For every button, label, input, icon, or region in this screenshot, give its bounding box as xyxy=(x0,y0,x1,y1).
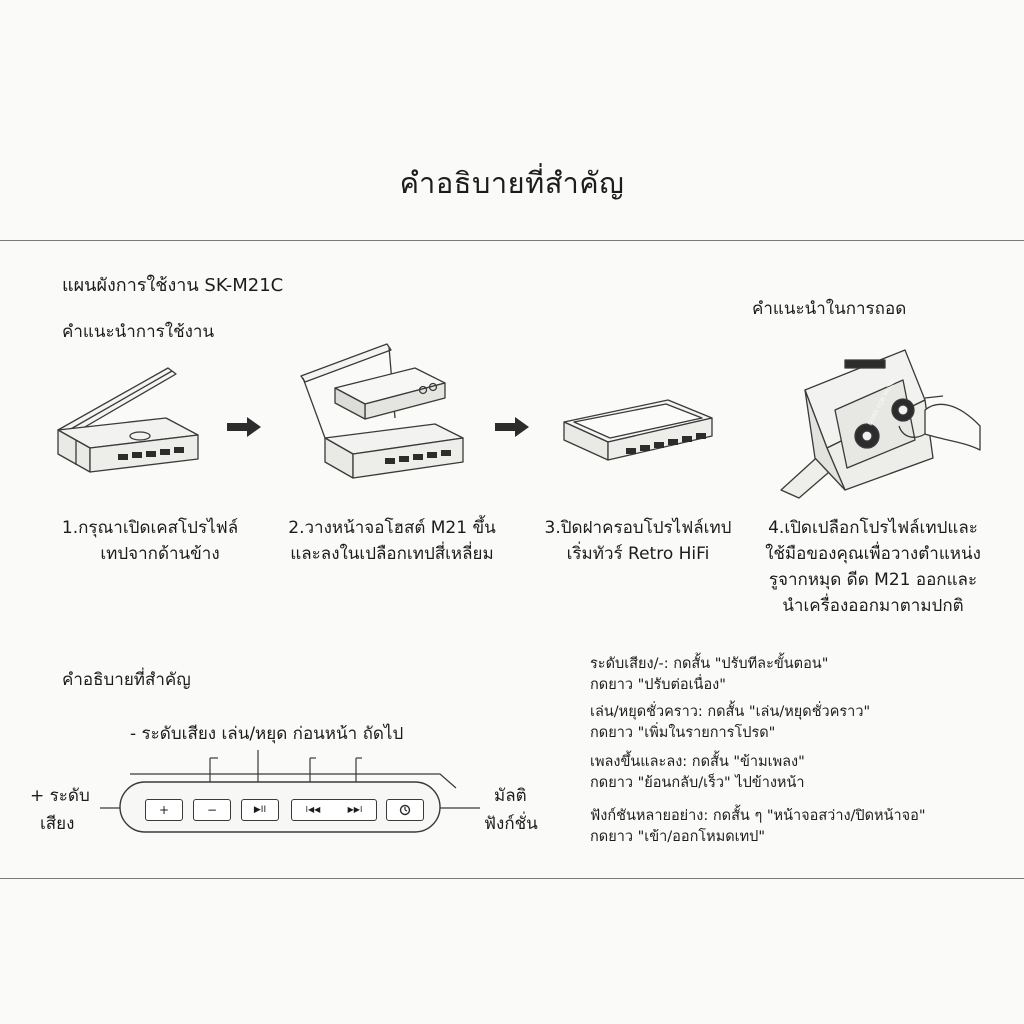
volume-up-button[interactable]: + xyxy=(145,799,183,821)
diagram-heading: แผนผังการใช้งาน SK-M21C xyxy=(62,275,284,296)
volume-down-button[interactable]: − xyxy=(193,799,231,821)
step-3-caption: 3.ปิดฝาครอบโปรไฟล์เทป เริ่มทัวร์ Retro H… xyxy=(544,518,732,564)
step-1-caption: 1.กรุณาเปิดเคสโปรไฟล์ เทปจากด้านข้าง xyxy=(61,518,239,564)
top-divider xyxy=(0,240,1024,241)
description-volume: ระดับเสียง/-: กดสั้น "ปรับทีละขั้นตอน" ก… xyxy=(590,656,829,693)
step-3-illustration xyxy=(563,399,713,461)
button-strip-diagram xyxy=(100,750,480,833)
previous-next-button-frame: I◀◀ ▶▶I xyxy=(291,799,377,821)
step-4-illustration: BORN FOR MUSIC xyxy=(780,349,981,499)
play-pause-button[interactable]: ▶II xyxy=(241,799,279,821)
callout-volume-up: + ระดับ เสียง xyxy=(30,786,90,834)
step-3-case-buttons xyxy=(626,433,706,454)
callout-multifunction: มัลติ ฟังก์ชั่น xyxy=(484,786,538,834)
step-2-illustration xyxy=(300,343,464,479)
usage-heading: คำแนะนำการใช้งาน xyxy=(62,322,215,342)
step-1-illustration xyxy=(57,367,199,473)
step-4-caption: 4.เปิดเปลือกโปรไฟล์เทปและ ใช้มือของคุณเพ… xyxy=(765,518,981,616)
power-clock-icon xyxy=(399,804,411,816)
arrow-right-icon-2 xyxy=(495,417,529,437)
page-title: คำอธิบายที่สำคัญ xyxy=(399,166,625,200)
keys-heading: คำอธิบายที่สำคัญ xyxy=(62,670,191,690)
callout-top-row: - ระดับเสียง เล่น/หยุด ก่อนหน้า ถัดไป xyxy=(130,724,404,744)
next-button[interactable]: ▶▶I xyxy=(347,805,363,814)
description-play-pause: เล่น/หยุดชั่วคราว: กดสั้น "เล่น/หยุดชั่ว… xyxy=(590,704,871,741)
step-1-case-buttons xyxy=(118,447,184,460)
bottom-divider xyxy=(0,878,1024,879)
step-2-case-buttons xyxy=(385,450,451,464)
description-multifunction: ฟังก์ชันหลายอย่าง: กดสั้น ๆ "หน้าจอสว่าง… xyxy=(590,808,926,845)
step-2-caption: 2.วางหน้าจอโฮสต์ M21 ขึ้น และลงในเปลือกเ… xyxy=(288,518,496,564)
multifunction-button[interactable] xyxy=(386,799,424,821)
description-track: เพลงขึ้นและลง: กดสั้น "ข้ามเพลง" กดยาว "… xyxy=(590,754,805,791)
arrow-right-icon xyxy=(227,417,261,437)
previous-button[interactable]: I◀◀ xyxy=(305,805,321,814)
removal-heading: คำแนะนำในการถอด xyxy=(752,299,907,319)
